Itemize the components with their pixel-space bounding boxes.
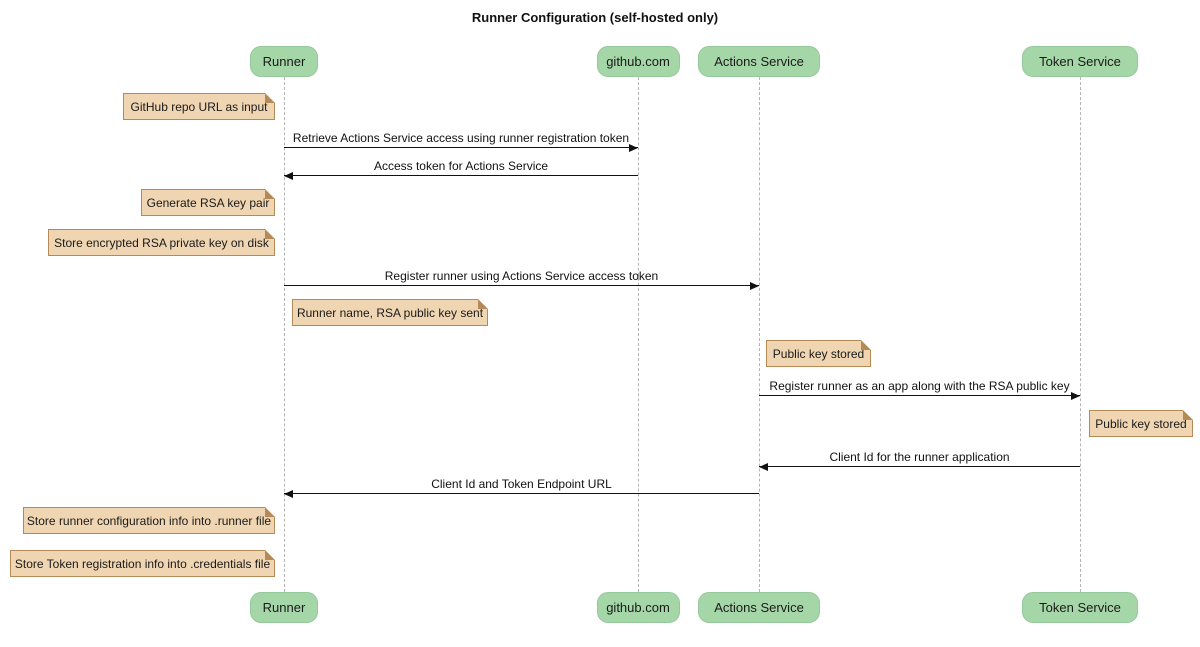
message-arrowhead-3 [750, 282, 759, 290]
participant-top-github-com: github.com [596, 46, 680, 77]
message-arrowhead-6 [284, 490, 293, 498]
note-4-runner-name-rsa-public-key-sen: Runner name, RSA public key sent [292, 299, 488, 326]
participant-bottom-github-com: github.com [596, 592, 680, 623]
note-8-store-token-registration-info-: Store Token registration info into .cred… [10, 550, 275, 577]
message-arrowhead-4 [1071, 392, 1080, 400]
message-line-4 [759, 395, 1080, 396]
message-label-5: Client Id for the runner application [829, 450, 1010, 464]
lifeline-runner [284, 77, 285, 592]
message-line-1 [284, 147, 638, 148]
participant-top-runner: Runner [250, 46, 318, 77]
message-arrowhead-5 [759, 463, 768, 471]
message-arrowhead-1 [629, 144, 638, 152]
note-7-store-runner-configuration-inf: Store runner configuration info into .ru… [23, 507, 275, 534]
message-label-4: Register runner as an app along with the… [769, 379, 1070, 393]
message-label-1: Retrieve Actions Service access using ru… [292, 131, 630, 145]
note-6-public-key-stored: Public key stored [1089, 410, 1193, 437]
participant-top-token-service: Token Service [1022, 46, 1138, 77]
message-line-6 [284, 493, 759, 494]
lifeline-actions-service [759, 77, 760, 592]
message-line-3 [284, 285, 759, 286]
lifeline-github-com [638, 77, 639, 592]
lifeline-token-service [1080, 77, 1081, 592]
message-line-5 [759, 466, 1080, 467]
note-5-public-key-stored: Public key stored [766, 340, 871, 367]
participant-bottom-actions-service: Actions Service [698, 592, 820, 623]
participant-top-actions-service: Actions Service [698, 46, 820, 77]
note-1-github-repo-url-as-input: GitHub repo URL as input [123, 93, 275, 120]
diagram-title: Runner Configuration (self-hosted only) [471, 10, 719, 25]
message-line-2 [284, 175, 638, 176]
message-arrowhead-2 [284, 172, 293, 180]
note-2-generate-rsa-key-pair: Generate RSA key pair [141, 189, 275, 216]
message-label-2: Access token for Actions Service [373, 159, 549, 173]
message-label-6: Client Id and Token Endpoint URL [431, 477, 612, 491]
participant-bottom-runner: Runner [250, 592, 318, 623]
note-3-store-encrypted-rsa-private-ke: Store encrypted RSA private key on disk [48, 229, 275, 256]
participant-bottom-token-service: Token Service [1022, 592, 1138, 623]
message-label-3: Register runner using Actions Service ac… [384, 269, 659, 283]
